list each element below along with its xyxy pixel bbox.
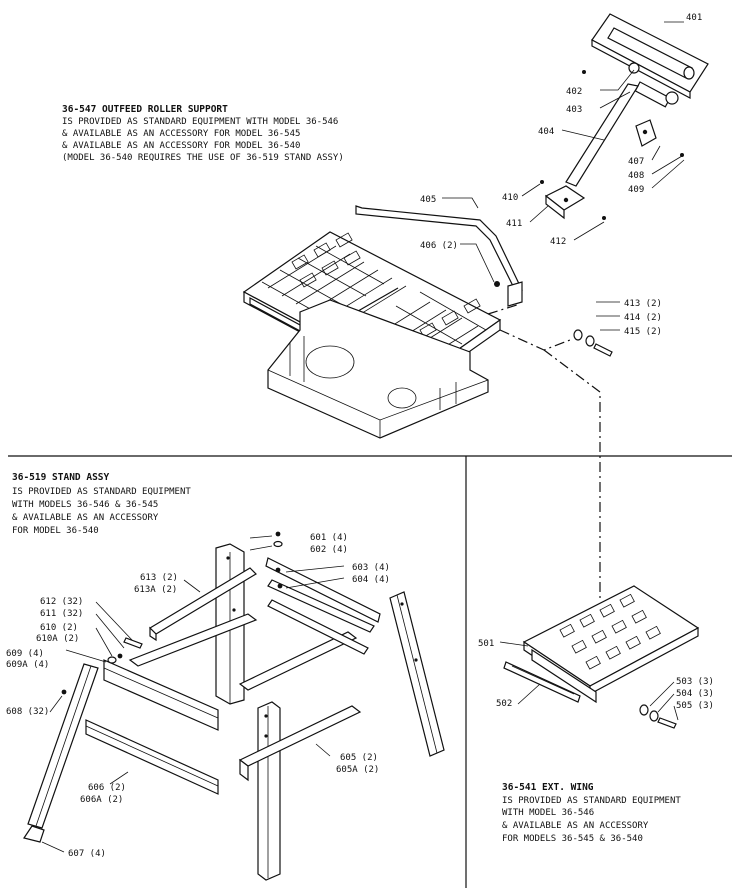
assembly-path-line: [499, 329, 601, 600]
callout-602: 602 (4): [310, 545, 348, 555]
callout-410: 410: [502, 193, 518, 203]
stand-line-1: IS PROVIDED AS STANDARD EQUIPMENT: [12, 487, 191, 497]
outfeed-leaders: [442, 21, 685, 331]
callout-606: 606 (2): [88, 783, 126, 793]
table-saw-illustration: [242, 231, 502, 439]
callout-610a: 610A (2): [36, 634, 79, 644]
wing-callouts: 501 502 503 (3) 504 (3) 505 (3): [478, 639, 714, 711]
stand-line-3: & AVAILABLE AS AN ACCESSORY: [12, 513, 159, 523]
callout-611: 611 (32): [40, 609, 83, 619]
outfeed-callouts: 401 402 403 404 407 408 409 410 411 412 …: [420, 13, 702, 337]
outfeed-caption: 36-547 OUTFEED ROLLER SUPPORT IS PROVIDE…: [62, 104, 344, 163]
callout-608: 608 (32): [6, 707, 49, 717]
callout-402: 402: [566, 87, 582, 97]
callout-502: 502: [496, 699, 512, 709]
outfeed-roller-illustration: [355, 13, 709, 357]
stand-callouts: 601 (4) 602 (4) 603 (4) 604 (4) 613 (2) …: [6, 533, 390, 859]
wing-title: 36-541 EXT. WING: [502, 782, 594, 793]
callout-504: 504 (3): [676, 689, 714, 699]
callout-609: 609 (4): [6, 649, 44, 659]
callout-412: 412: [550, 237, 566, 247]
callout-609a: 609A (4): [6, 660, 49, 670]
wing-line-3: & AVAILABLE AS AN ACCESSORY: [502, 821, 649, 831]
callout-409: 409: [628, 185, 644, 195]
outfeed-line-3: & AVAILABLE AS AN ACCESSORY FOR MODEL 36…: [62, 141, 300, 151]
callout-403: 403: [566, 105, 582, 115]
stand-title: 36-519 STAND ASSY: [12, 472, 110, 483]
callout-505: 505 (3): [676, 701, 714, 711]
outfeed-line-1: IS PROVIDED AS STANDARD EQUIPMENT WITH M…: [62, 117, 338, 127]
callout-413: 413 (2): [624, 299, 662, 309]
callout-606a: 606A (2): [80, 795, 123, 805]
callout-601: 601 (4): [310, 533, 348, 543]
callout-414: 414 (2): [624, 313, 662, 323]
callout-404: 404: [538, 127, 554, 137]
callout-405: 405: [420, 195, 436, 205]
wing-line-1: IS PROVIDED AS STANDARD EQUIPMENT: [502, 796, 681, 806]
wing-leaders: [499, 641, 679, 721]
callout-610: 610 (2): [40, 623, 78, 633]
callout-415: 415 (2): [624, 327, 662, 337]
callout-406: 406 (2): [420, 241, 458, 251]
wing-line-2: WITH MODEL 36-546: [502, 808, 594, 818]
stand-caption: 36-519 STAND ASSY IS PROVIDED AS STANDAR…: [12, 472, 191, 536]
stand-line-4: FOR MODEL 36-540: [12, 526, 99, 536]
callout-408: 408: [628, 171, 644, 181]
callout-605: 605 (2): [340, 753, 378, 763]
callout-613a: 613A (2): [134, 585, 177, 595]
callout-604: 604 (4): [352, 575, 390, 585]
callout-501: 501: [478, 639, 494, 649]
callout-612: 612 (32): [40, 597, 83, 607]
callout-411: 411: [506, 219, 522, 229]
outfeed-line-2: & AVAILABLE AS AN ACCESSORY FOR MODEL 36…: [62, 129, 300, 139]
stand-line-2: WITH MODELS 36-546 & 36-545: [12, 500, 158, 510]
callout-401: 401: [686, 13, 702, 23]
callout-407: 407: [628, 157, 644, 167]
callout-605a: 605A (2): [336, 765, 379, 775]
wing-caption: 36-541 EXT. WING IS PROVIDED AS STANDARD…: [502, 782, 681, 844]
extension-wing-illustration: [503, 585, 700, 729]
assembly-path-line-2: [487, 303, 521, 315]
callout-503: 503 (3): [676, 677, 714, 687]
outfeed-title: 36-547 OUTFEED ROLLER SUPPORT: [62, 104, 228, 115]
outfeed-line-4: (MODEL 36-540 REQUIRES THE USE OF 36-519…: [62, 153, 344, 163]
callout-613: 613 (2): [140, 573, 178, 583]
callout-607: 607 (4): [68, 849, 106, 859]
stand-illustration: [23, 531, 445, 881]
callout-603: 603 (4): [352, 563, 390, 573]
stand-leaders: [41, 535, 345, 853]
wing-line-4: FOR MODELS 36-545 & 36-540: [502, 834, 643, 844]
